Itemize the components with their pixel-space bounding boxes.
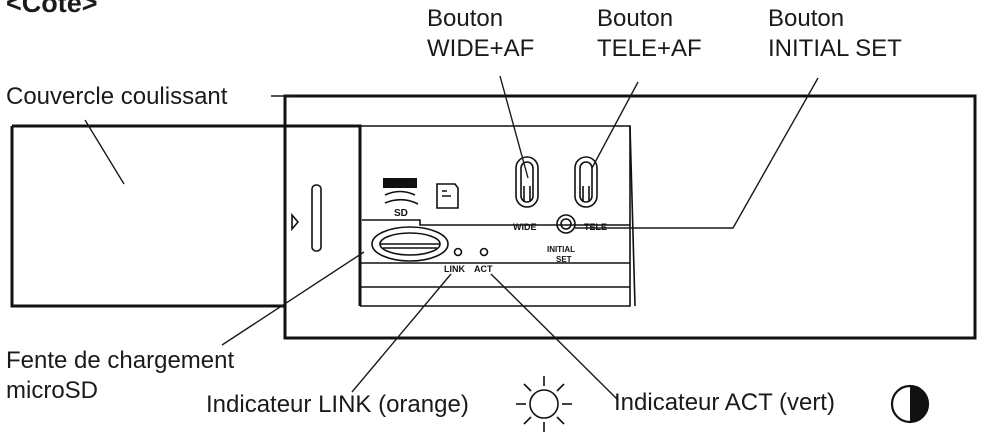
initial-mark: INITIAL <box>547 245 575 254</box>
callout-microsd <box>221 251 365 346</box>
act-mark: ACT <box>474 264 493 274</box>
callout-wide <box>499 75 529 179</box>
callout-act <box>490 273 619 401</box>
callout-tele <box>591 81 639 169</box>
tele-mark: TELE <box>584 222 607 232</box>
tele-af-switch <box>574 156 598 208</box>
label-sliding-cover: Couvercle coulissant <box>6 83 228 110</box>
cover-arrow-icon <box>291 212 300 232</box>
set-mark: SET <box>556 255 572 264</box>
label-microsd-slot: Fente de chargement microSD <box>6 347 235 404</box>
half-circle-icon <box>890 384 930 424</box>
label-initial-set: Bouton INITIAL SET <box>768 5 902 62</box>
wide-af-switch <box>515 156 539 208</box>
device-housing-left <box>10 126 285 308</box>
label-act-indicator: Indicateur ACT (vert) <box>614 389 835 416</box>
sd-card-icon <box>436 183 459 209</box>
label-wide-af: Bouton WIDE+AF <box>427 5 535 62</box>
microsd-slot <box>371 226 449 262</box>
control-panel <box>360 125 631 307</box>
device-housing <box>283 94 977 340</box>
initial-set-button <box>556 214 576 234</box>
page-title: <Côté> <box>6 0 98 18</box>
link-led <box>453 247 463 257</box>
microsd-logo-icon: micro SD <box>383 178 419 219</box>
callout-link <box>351 273 452 393</box>
act-led <box>479 247 489 257</box>
label-tele-af: Bouton TELE+AF <box>597 5 702 62</box>
wide-mark: WIDE <box>513 222 537 232</box>
cover-grip <box>311 184 322 252</box>
label-link-indicator: Indicateur LINK (orange) <box>206 391 469 418</box>
link-mark: LINK <box>444 264 465 274</box>
callout-initial-set <box>575 77 819 229</box>
sliding-cover <box>12 124 362 306</box>
sun-icon <box>516 376 572 432</box>
svg-text:SD: SD <box>394 208 408 219</box>
svg-text:micro: micro <box>386 179 408 188</box>
callout-cover <box>84 119 125 185</box>
